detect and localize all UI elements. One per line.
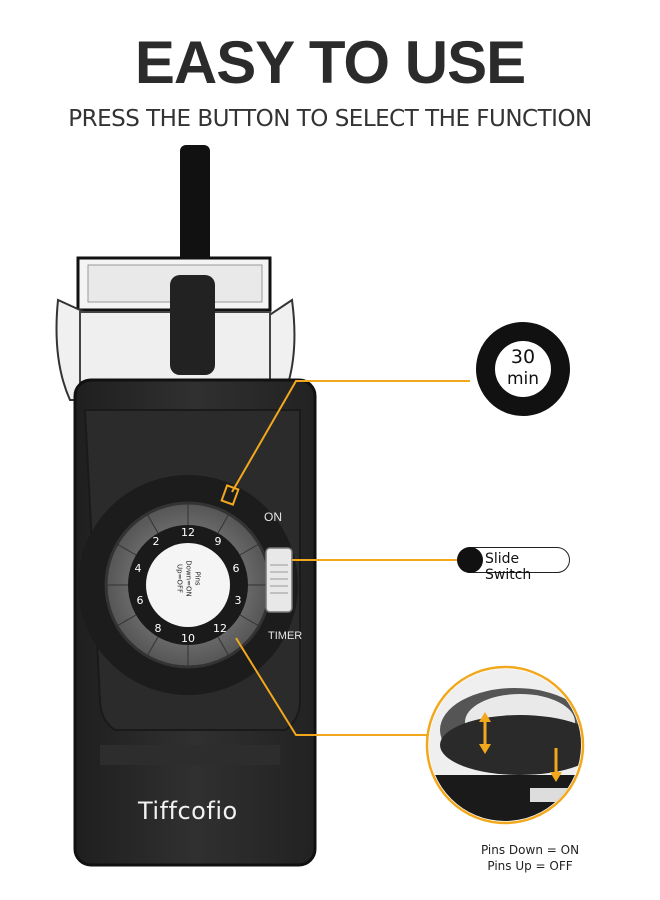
switch-on-label: ON: [264, 510, 282, 524]
dial-center-text: Pins Down=ON Up=OFF: [175, 555, 202, 603]
brand-logo: Tiffcofio: [138, 797, 238, 825]
page-subtitle: PRESS THE BUTTON TO SELECT THE FUNCTION: [68, 106, 592, 132]
slide-switch-label: Slide Switch: [485, 551, 532, 583]
page-title: EASY TO USE: [134, 29, 526, 96]
dial-text-up: Up=OFF: [175, 564, 184, 593]
thirty-min-unit: min: [506, 369, 540, 389]
pins-zoom-image: [429, 669, 581, 821]
svg-text:8: 8: [155, 622, 162, 635]
svg-text:10: 10: [181, 632, 195, 645]
dial-text-down: Down=ON: [184, 560, 193, 597]
thirty-min-callout: 30 min: [476, 322, 570, 416]
dial-marker: [220, 484, 240, 506]
svg-text:9: 9: [215, 535, 222, 548]
power-cord: [180, 145, 210, 275]
svg-text:6: 6: [137, 594, 144, 607]
svg-text:12: 12: [181, 526, 195, 539]
pins-note: Pins Down = ON Pins Up = OFF: [430, 842, 630, 874]
pins-up-text: Pins Up = OFF: [487, 859, 573, 873]
svg-text:4: 4: [135, 562, 142, 575]
thirty-min-number: 30: [510, 346, 536, 368]
switch-timer-label: TIMER: [268, 630, 303, 642]
svg-text:3: 3: [235, 594, 242, 607]
dial-text-pins: Pins: [193, 571, 202, 586]
slide-switch-callout: Slide Switch: [457, 547, 570, 583]
dial-center: [146, 543, 230, 627]
svg-text:2: 2: [153, 535, 160, 548]
callout-lines: [231, 380, 470, 736]
svg-text:12: 12: [213, 622, 227, 635]
pins-down-text: Pins Down = ON: [480, 843, 580, 857]
svg-text:6: 6: [233, 562, 240, 575]
thirty-min-face: 30 min: [495, 341, 551, 397]
slide-switch: [265, 547, 293, 613]
slide-switch-dot-icon: [457, 547, 483, 573]
